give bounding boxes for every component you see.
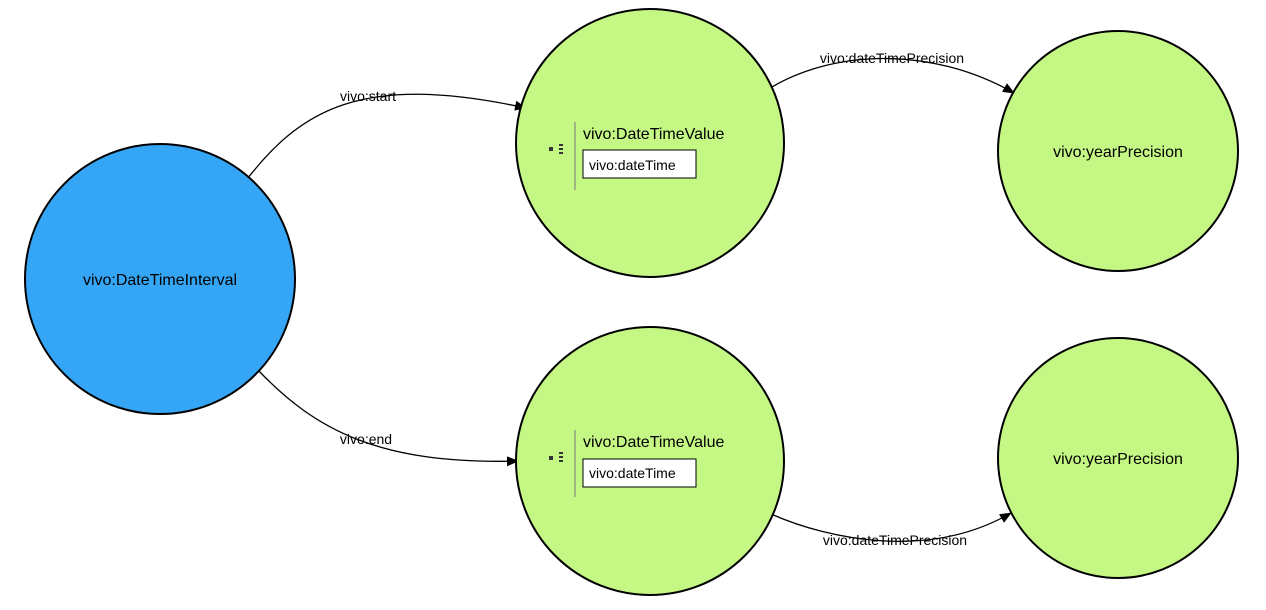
attribute-box[interactable]: [582, 149, 697, 179]
edge-end-precision[interactable]: vivo:dateTimePrecision: [770, 512, 1012, 548]
node-end-year-precision[interactable]: vivo:yearPrecision: [997, 337, 1239, 579]
node-start-year-precision-circle: [997, 30, 1239, 272]
list-icon: [559, 144, 563, 146]
node-datetime-interval-label: vivo:DateTimeInterval: [83, 272, 237, 289]
list-icon-line: [559, 460, 563, 462]
node-start-year-precision-label: vivo:yearPrecision: [1053, 144, 1183, 161]
edge-end-precision-label: vivo:dateTimePrecision: [823, 532, 967, 548]
node-start-datetime-value[interactable]: vivo:DateTimeValue vivo:dateTime: [515, 8, 785, 278]
edge-end-path: [257, 369, 519, 467]
list-icon: [559, 452, 563, 454]
edge-start-precision[interactable]: vivo:dateTimePrecision: [766, 50, 1015, 94]
attribute-box[interactable]: [582, 458, 697, 488]
list-icon-line: [559, 456, 563, 458]
node-start-datetime-value-label: vivo:DateTimeValue: [583, 126, 724, 143]
node-end-datetime-value[interactable]: vivo:DateTimeValue vivo:dateTime: [515, 326, 785, 596]
edge-start-label: vivo:start: [340, 88, 396, 104]
edge-end[interactable]: vivo:end: [257, 369, 519, 467]
node-datetime-interval[interactable]: vivo:DateTimeInterval: [24, 143, 296, 415]
edge-start-path: [243, 93, 527, 184]
node-start-datetime-value-circle: [515, 8, 785, 278]
drag-handle-icon[interactable]: [549, 147, 553, 151]
edge-start-precision-label: vivo:dateTimePrecision: [820, 50, 964, 66]
node-datetime-interval-circle: [24, 143, 296, 415]
node-start-attribute-label: vivo:dateTime: [589, 157, 676, 173]
edge-end-precision-path: [770, 512, 1012, 542]
edge-end-label: vivo:end: [340, 431, 392, 447]
node-end-year-precision-label: vivo:yearPrecision: [1053, 451, 1183, 468]
node-end-year-precision-circle: [997, 337, 1239, 579]
node-end-attribute-label: vivo:dateTime: [589, 465, 676, 481]
node-end-datetime-value-label: vivo:DateTimeValue: [583, 434, 724, 451]
list-icon-line: [559, 148, 563, 150]
drag-handle-icon[interactable]: [549, 456, 553, 460]
node-start-year-precision[interactable]: vivo:yearPrecision: [997, 30, 1239, 272]
edge-start[interactable]: vivo:start: [243, 88, 527, 184]
edge-start-precision-path: [766, 57, 1015, 94]
list-icon-line: [559, 152, 563, 154]
